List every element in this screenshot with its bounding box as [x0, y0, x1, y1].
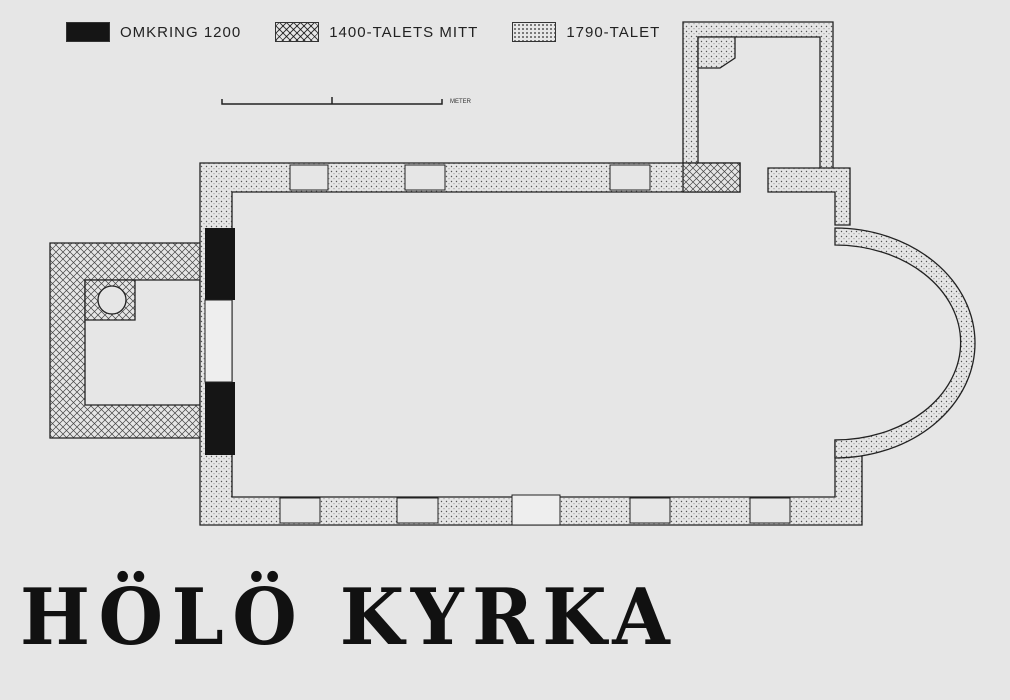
- windows: [279, 164, 791, 526]
- scale-bar-label: METER: [450, 99, 471, 105]
- page-title: HÖLÖ KYRKA: [20, 572, 679, 663]
- legend: OMKRING 1200 1400-TALETS MITT 1790-TALET: [66, 22, 694, 42]
- scale-bar: [221, 97, 443, 105]
- legend-swatch-crosshatch: [275, 22, 320, 42]
- legend-label: 1790-TALET: [566, 23, 661, 41]
- nave-walls: [199, 162, 976, 526]
- legend-item-1400: 1400-TALETS MITT: [275, 22, 478, 42]
- west-tower-walls: [49, 242, 209, 439]
- medieval-wall-segments: [204, 228, 235, 455]
- legend-item-1200: OMKRING 1200: [66, 22, 241, 42]
- legend-label: OMKRING 1200: [120, 23, 242, 41]
- legend-label: 1400-TALETS MITT: [329, 23, 479, 41]
- legend-item-1790: 1790-TALET: [512, 22, 660, 42]
- legend-swatch-black: [66, 22, 110, 42]
- sacristy-walls: [682, 21, 834, 171]
- legend-swatch-dotted: [512, 22, 557, 42]
